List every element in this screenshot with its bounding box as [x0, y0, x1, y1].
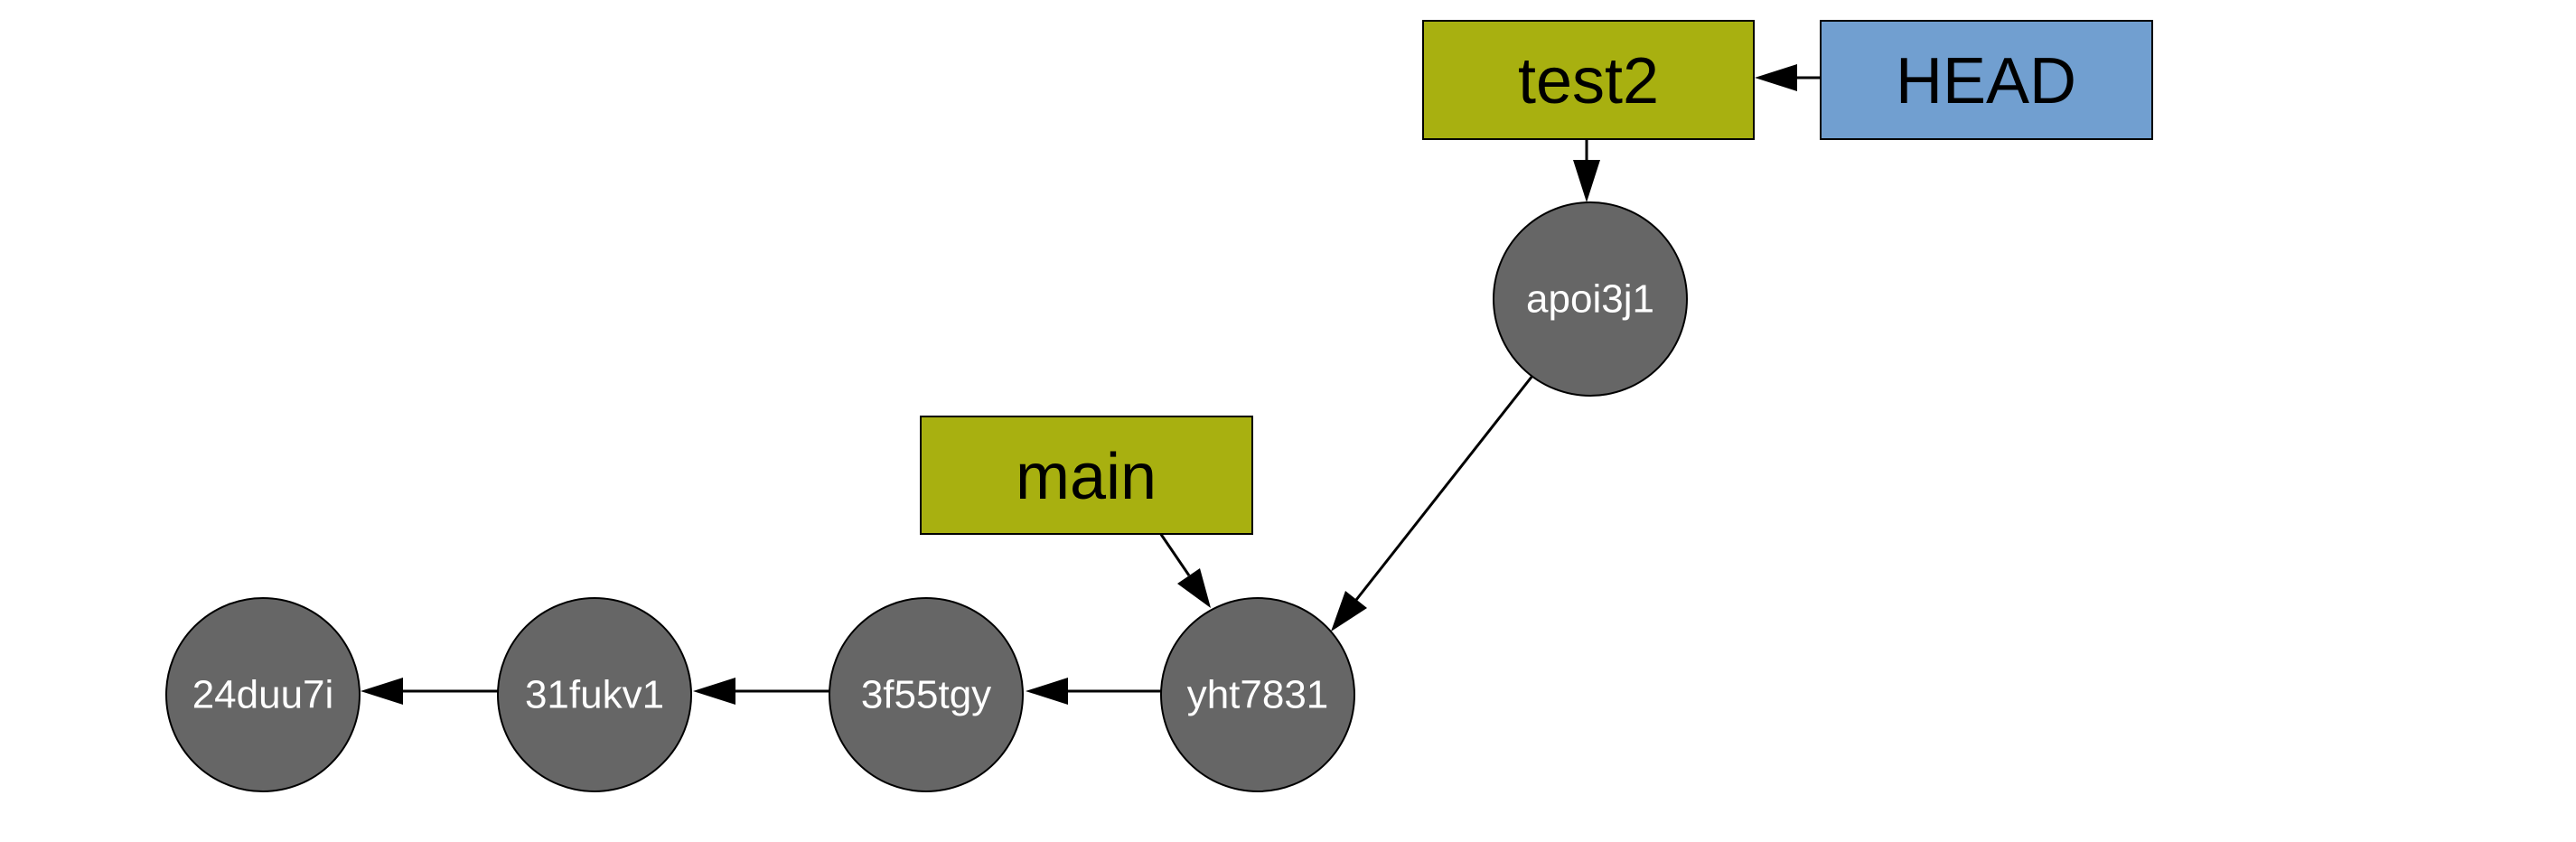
commit-circle [829, 597, 1024, 792]
commit-circle [165, 597, 361, 792]
commit-label: yht7831 [1187, 673, 1329, 717]
head-box [1820, 20, 2153, 140]
arrowhead-apoi3j1 [1573, 160, 1600, 202]
arrowhead-test2 [1755, 64, 1797, 91]
commit-circle [497, 597, 692, 792]
arrowhead-yht7831-from-apoi3j1 [1331, 591, 1367, 632]
commit-label: 3f55tgy [861, 673, 991, 717]
branch-ref-test2: test2 [1422, 20, 1755, 140]
commit-label: 31fukv1 [525, 673, 664, 717]
commit-node-24duu7i: 24duu7i [165, 597, 361, 792]
head-label: HEAD [1896, 45, 2076, 117]
head-ref: HEAD [1820, 20, 2153, 140]
commit-node-31fukv1: 31fukv1 [497, 597, 692, 792]
branch-label: test2 [1518, 45, 1659, 117]
arrowhead-3f55tgy [1026, 678, 1068, 705]
branch-box [1422, 20, 1755, 140]
branch-box [920, 416, 1253, 535]
edge-main-to-yht7831 [1158, 532, 1191, 576]
commit-node-3f55tgy: 3f55tgy [829, 597, 1024, 792]
arrowhead-yht7831-from-main [1177, 568, 1211, 608]
commit-label: apoi3j1 [1526, 277, 1654, 322]
edges [361, 64, 1821, 705]
branch-ref-main: main [920, 416, 1253, 535]
edge-apoi3j1-to-yht7831 [1354, 375, 1534, 601]
arrowhead-24duu7i [361, 678, 403, 705]
commit-circle [1160, 597, 1355, 792]
branch-label: main [1016, 441, 1157, 513]
commit-node-apoi3j1: apoi3j1 [1493, 201, 1688, 397]
commit-circle [1493, 201, 1688, 397]
commit-label: 24duu7i [192, 673, 334, 717]
arrowhead-31fukv1 [693, 678, 735, 705]
commit-node-yht7831: yht7831 [1160, 597, 1355, 792]
